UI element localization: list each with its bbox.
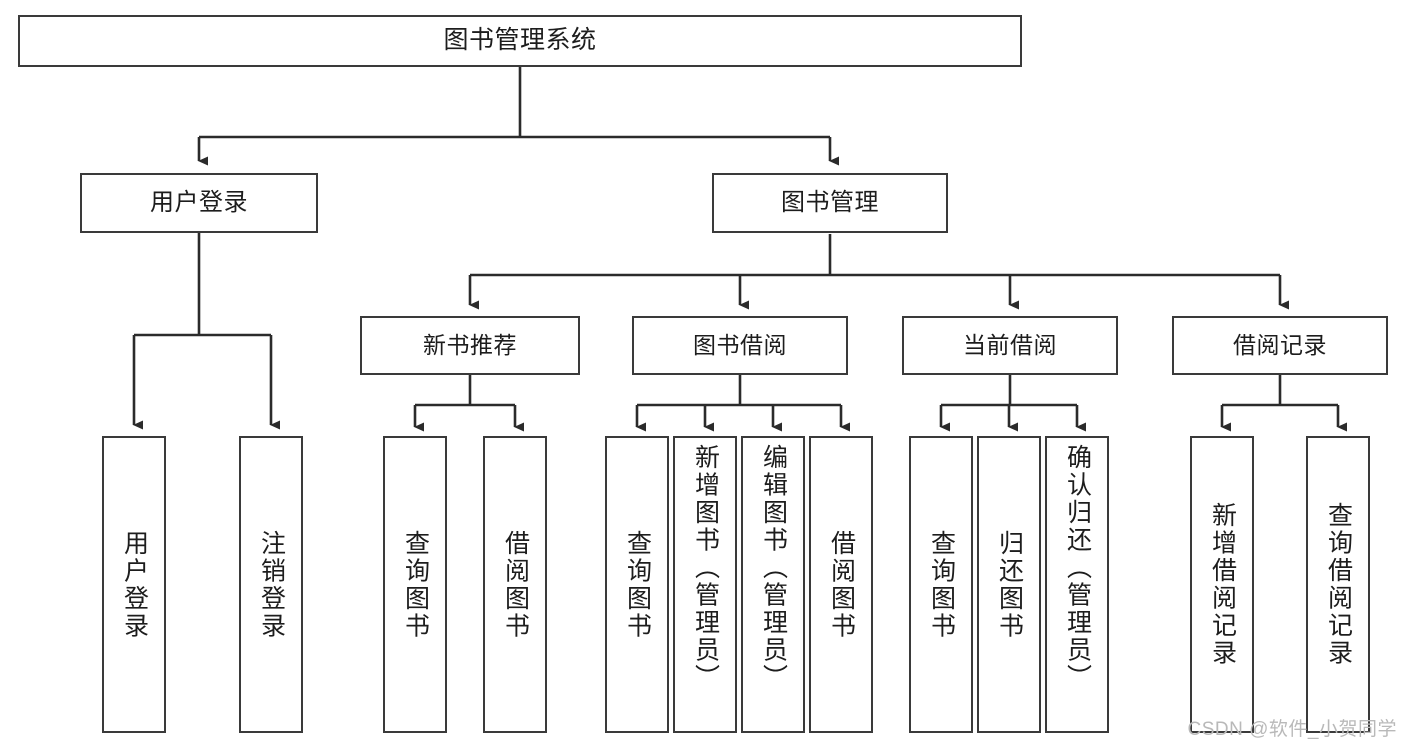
leaf-borrow-book[interactable]: 借阅图书 [809,436,873,733]
node-root-system[interactable]: 图书管理系统 [18,15,1022,67]
leaf-borrow-book-recommend[interactable]: 借阅图书 [483,436,547,733]
node-label: 借阅图书 [501,529,530,640]
node-borrow-records[interactable]: 借阅记录 [1172,316,1388,375]
leaf-logout[interactable]: 注销登录 [239,436,303,733]
leaf-query-book-recommend[interactable]: 查询图书 [383,436,447,733]
node-label: 当前借阅 [963,331,1057,358]
node-label: 注销登录 [257,529,286,640]
node-label: 归还图书 [995,529,1024,640]
node-label: 借阅图书 [827,529,856,640]
node-label: 查询图书 [401,529,430,640]
node-label: 图书借阅 [693,331,787,358]
node-label: 编辑图书（管理员） [759,444,788,692]
node-label: 图书管理系统 [443,26,597,55]
node-new-book-recommend[interactable]: 新书推荐 [360,316,580,375]
node-book-borrow[interactable]: 图书借阅 [632,316,848,375]
leaf-user-login[interactable]: 用户登录 [102,436,166,733]
node-user-login[interactable]: 用户登录 [80,173,318,233]
leaf-add-book-admin[interactable]: 新增图书（管理员） [673,436,737,733]
node-label: 确认归还（管理员） [1063,444,1092,692]
leaf-query-book-current[interactable]: 查询图书 [909,436,973,733]
node-label: 用户登录 [150,188,248,216]
leaf-edit-book-admin[interactable]: 编辑图书（管理员） [741,436,805,733]
node-label: 借阅记录 [1233,331,1327,358]
node-label: 新增借阅记录 [1208,502,1237,667]
csdn-watermark: CSDN @软件_小贺同学 [1187,719,1397,740]
node-book-management[interactable]: 图书管理 [712,173,948,233]
node-label: 查询借阅记录 [1324,502,1353,667]
leaf-query-borrow-record[interactable]: 查询借阅记录 [1306,436,1370,733]
node-label: 用户登录 [120,529,149,640]
node-label: 新书推荐 [423,331,517,358]
leaf-return-book[interactable]: 归还图书 [977,436,1041,733]
leaf-query-book-borrow[interactable]: 查询图书 [605,436,669,733]
node-label: 查询图书 [623,529,652,640]
node-current-borrow[interactable]: 当前借阅 [902,316,1118,375]
node-label: 查询图书 [927,529,956,640]
leaf-add-borrow-record[interactable]: 新增借阅记录 [1190,436,1254,733]
node-label: 图书管理 [781,188,879,216]
node-label: 新增图书（管理员） [691,444,720,692]
leaf-confirm-return-admin[interactable]: 确认归还（管理员） [1045,436,1109,733]
